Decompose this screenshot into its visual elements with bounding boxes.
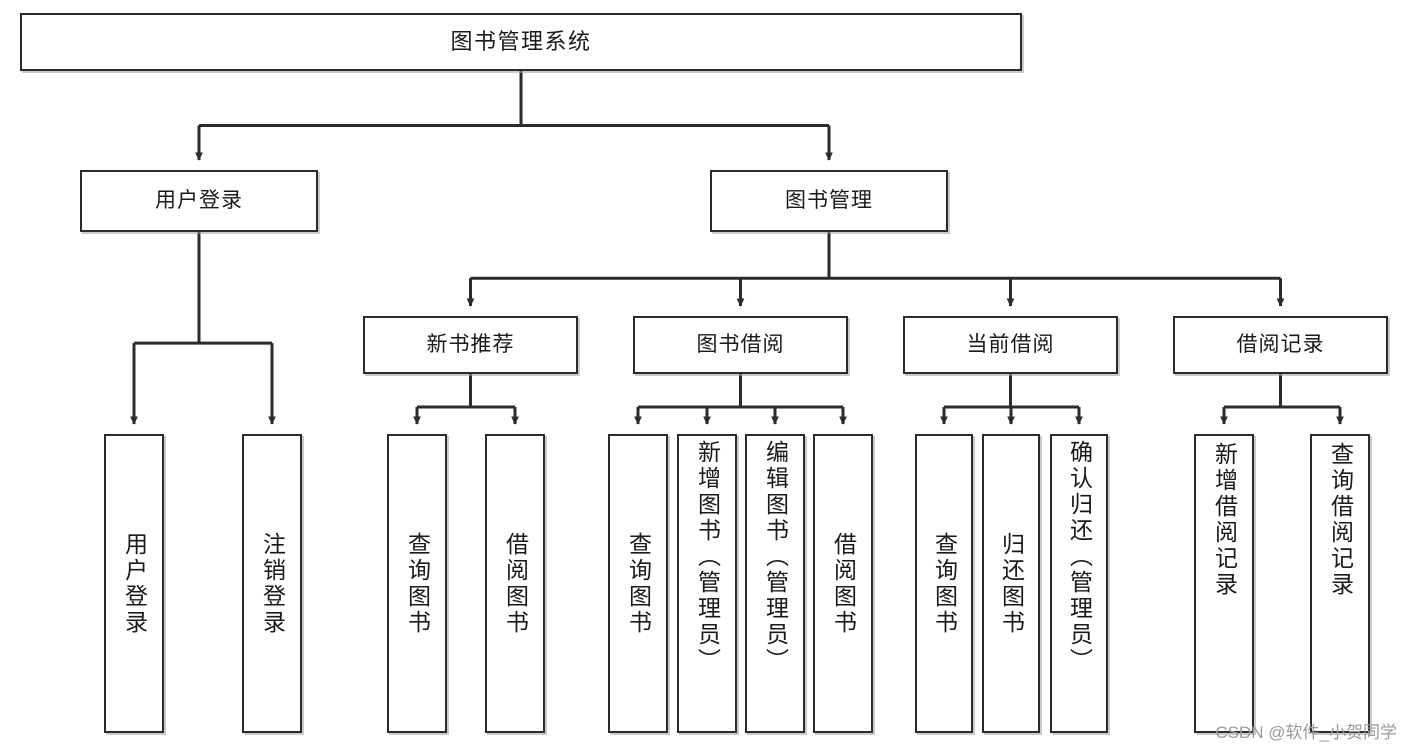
leaf-confirm-return-admin[interactable]: 确认归还（管理员） (1050, 434, 1108, 733)
node-label: 查询图书 (931, 531, 958, 636)
node-label: 新增借阅记录 (1211, 442, 1238, 598)
node-label: 借阅图书 (502, 531, 529, 636)
leaf-add-book-admin[interactable]: 新增图书（管理员） (677, 434, 737, 733)
node-label: 用户登录 (121, 531, 148, 636)
node-current-borrowing[interactable]: 当前借阅 (903, 316, 1118, 374)
leaf-query-book-borrowing[interactable]: 查询图书 (608, 434, 668, 733)
node-label: 查询图书 (625, 531, 652, 636)
node-new-book-recommendation[interactable]: 新书推荐 (363, 316, 578, 374)
leaf-borrow-book-recommendation[interactable]: 借阅图书 (485, 434, 545, 733)
leaf-edit-book-admin[interactable]: 编辑图书（管理员） (745, 434, 805, 733)
node-label: 借阅记录 (1236, 332, 1325, 356)
node-label: 图书借阅 (696, 332, 785, 356)
node-borrowing-record[interactable]: 借阅记录 (1173, 316, 1388, 374)
node-label: 新增图书（管理员） (694, 440, 721, 674)
leaf-logout[interactable]: 注销登录 (242, 434, 302, 733)
node-label: 新书推荐 (426, 332, 515, 356)
leaf-query-book-current[interactable]: 查询图书 (915, 434, 973, 733)
leaf-borrow-book-borrowing[interactable]: 借阅图书 (813, 434, 873, 733)
leaf-user-login[interactable]: 用户登录 (104, 434, 164, 733)
leaf-query-book-recommendation[interactable]: 查询图书 (387, 434, 447, 733)
watermark: CSDN @软件_小贺同学 (1215, 723, 1397, 742)
node-label: 图书管理系统 (450, 29, 592, 55)
node-label: 图书管理 (785, 188, 873, 212)
leaf-return-book[interactable]: 归还图书 (982, 434, 1040, 733)
node-label: 编辑图书（管理员） (762, 440, 789, 674)
node-book-management[interactable]: 图书管理 (710, 170, 948, 232)
node-label: 查询图书 (404, 531, 431, 636)
leaf-add-borrow-record[interactable]: 新增借阅记录 (1194, 434, 1254, 733)
node-label: 确认归还（管理员） (1066, 440, 1093, 674)
node-label: 当前借阅 (966, 332, 1055, 356)
node-label: 归还图书 (998, 531, 1025, 636)
node-root-system[interactable]: 图书管理系统 (20, 13, 1022, 71)
node-label: 用户登录 (155, 188, 243, 212)
node-label: 查询借阅记录 (1327, 442, 1354, 598)
node-label: 注销登录 (259, 531, 286, 636)
node-label: 借阅图书 (830, 531, 857, 636)
node-book-borrowing[interactable]: 图书借阅 (633, 316, 848, 374)
node-user-login[interactable]: 用户登录 (80, 170, 318, 232)
leaf-query-borrow-record[interactable]: 查询借阅记录 (1310, 434, 1370, 733)
